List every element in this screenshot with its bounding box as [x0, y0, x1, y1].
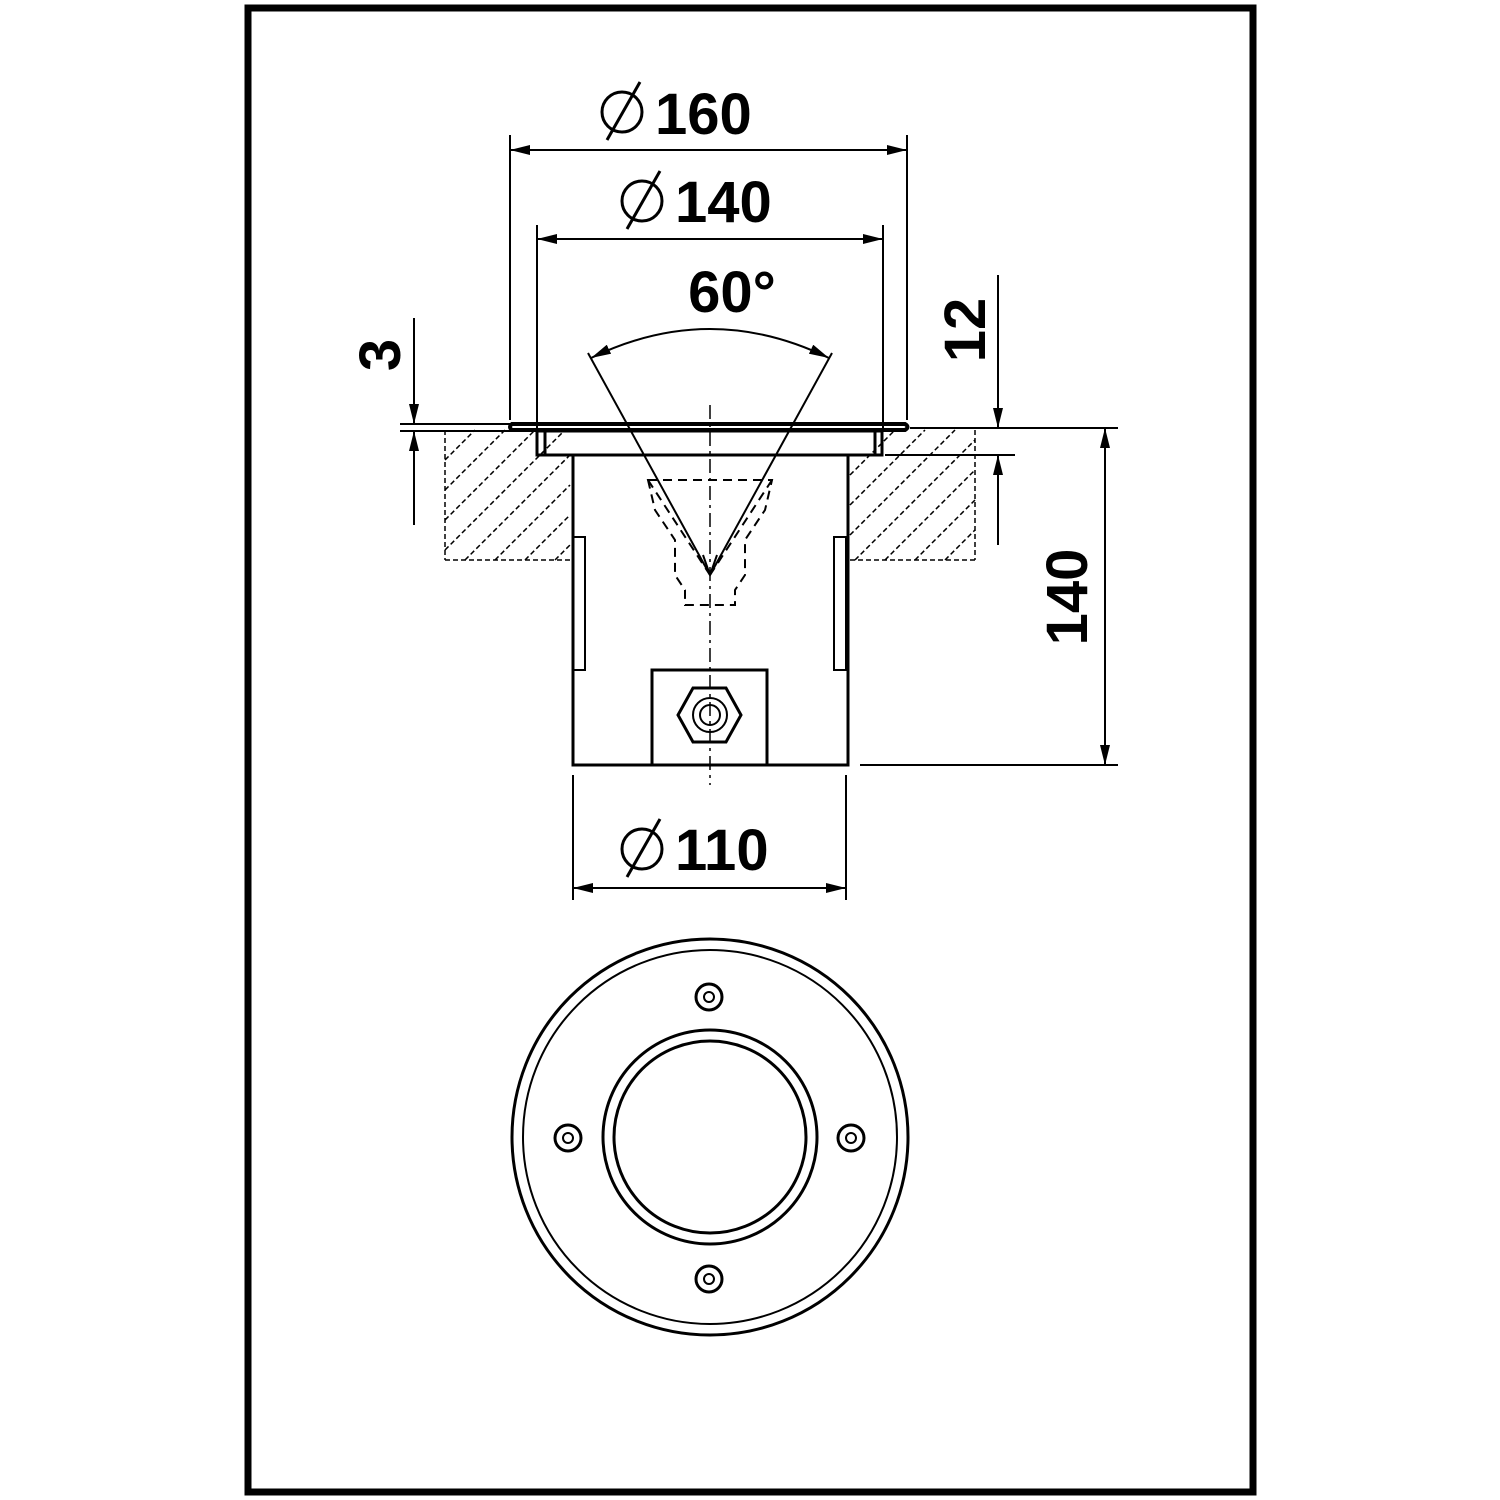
beam-angle-arc	[590, 328, 830, 359]
side-view: 60° 160 140	[348, 81, 1118, 900]
diameter-symbol-icon	[600, 81, 644, 141]
diameter-symbol-icon	[620, 170, 664, 230]
dim-collar-height: 12	[885, 275, 1015, 545]
body-diameter-label: 110	[675, 818, 769, 883]
outer-diameter-label: 160	[655, 82, 752, 147]
flange-rim	[508, 422, 910, 432]
outer-ring	[510, 937, 910, 1337]
rim-height-label: 3	[348, 339, 413, 371]
housing-body	[571, 453, 850, 767]
beam-angle-label: 60°	[688, 260, 776, 325]
body-height-label: 140	[1035, 549, 1100, 646]
side-rib-left	[572, 536, 586, 671]
inner-diameter-label: 140	[675, 170, 772, 235]
collar-height-label: 12	[933, 298, 998, 363]
lens	[612, 1039, 808, 1235]
screw-left	[553, 1123, 583, 1153]
diameter-symbol-icon	[620, 818, 664, 878]
side-rib-right	[833, 536, 847, 671]
beam-line-right	[709, 352, 833, 576]
lens-ring-outer	[601, 1028, 819, 1246]
dim-inner-diameter: 140	[536, 170, 884, 430]
drawing-frame	[244, 4, 1257, 1496]
beam-line-left	[587, 352, 711, 576]
dim-body-diameter: 110	[572, 775, 847, 900]
screw-right	[836, 1123, 866, 1153]
outer-ring-inner-edge	[522, 949, 898, 1325]
ground-hatch-left	[444, 429, 571, 561]
dim-rim-height: 3	[348, 318, 515, 525]
gland-nut	[676, 686, 743, 744]
top-view	[510, 937, 910, 1337]
dim-body-height: 140	[860, 427, 1118, 766]
ground-hatch-right	[849, 429, 976, 561]
screw-bottom	[694, 1264, 724, 1294]
screw-top	[694, 982, 724, 1012]
dim-outer-diameter: 160	[509, 81, 908, 420]
